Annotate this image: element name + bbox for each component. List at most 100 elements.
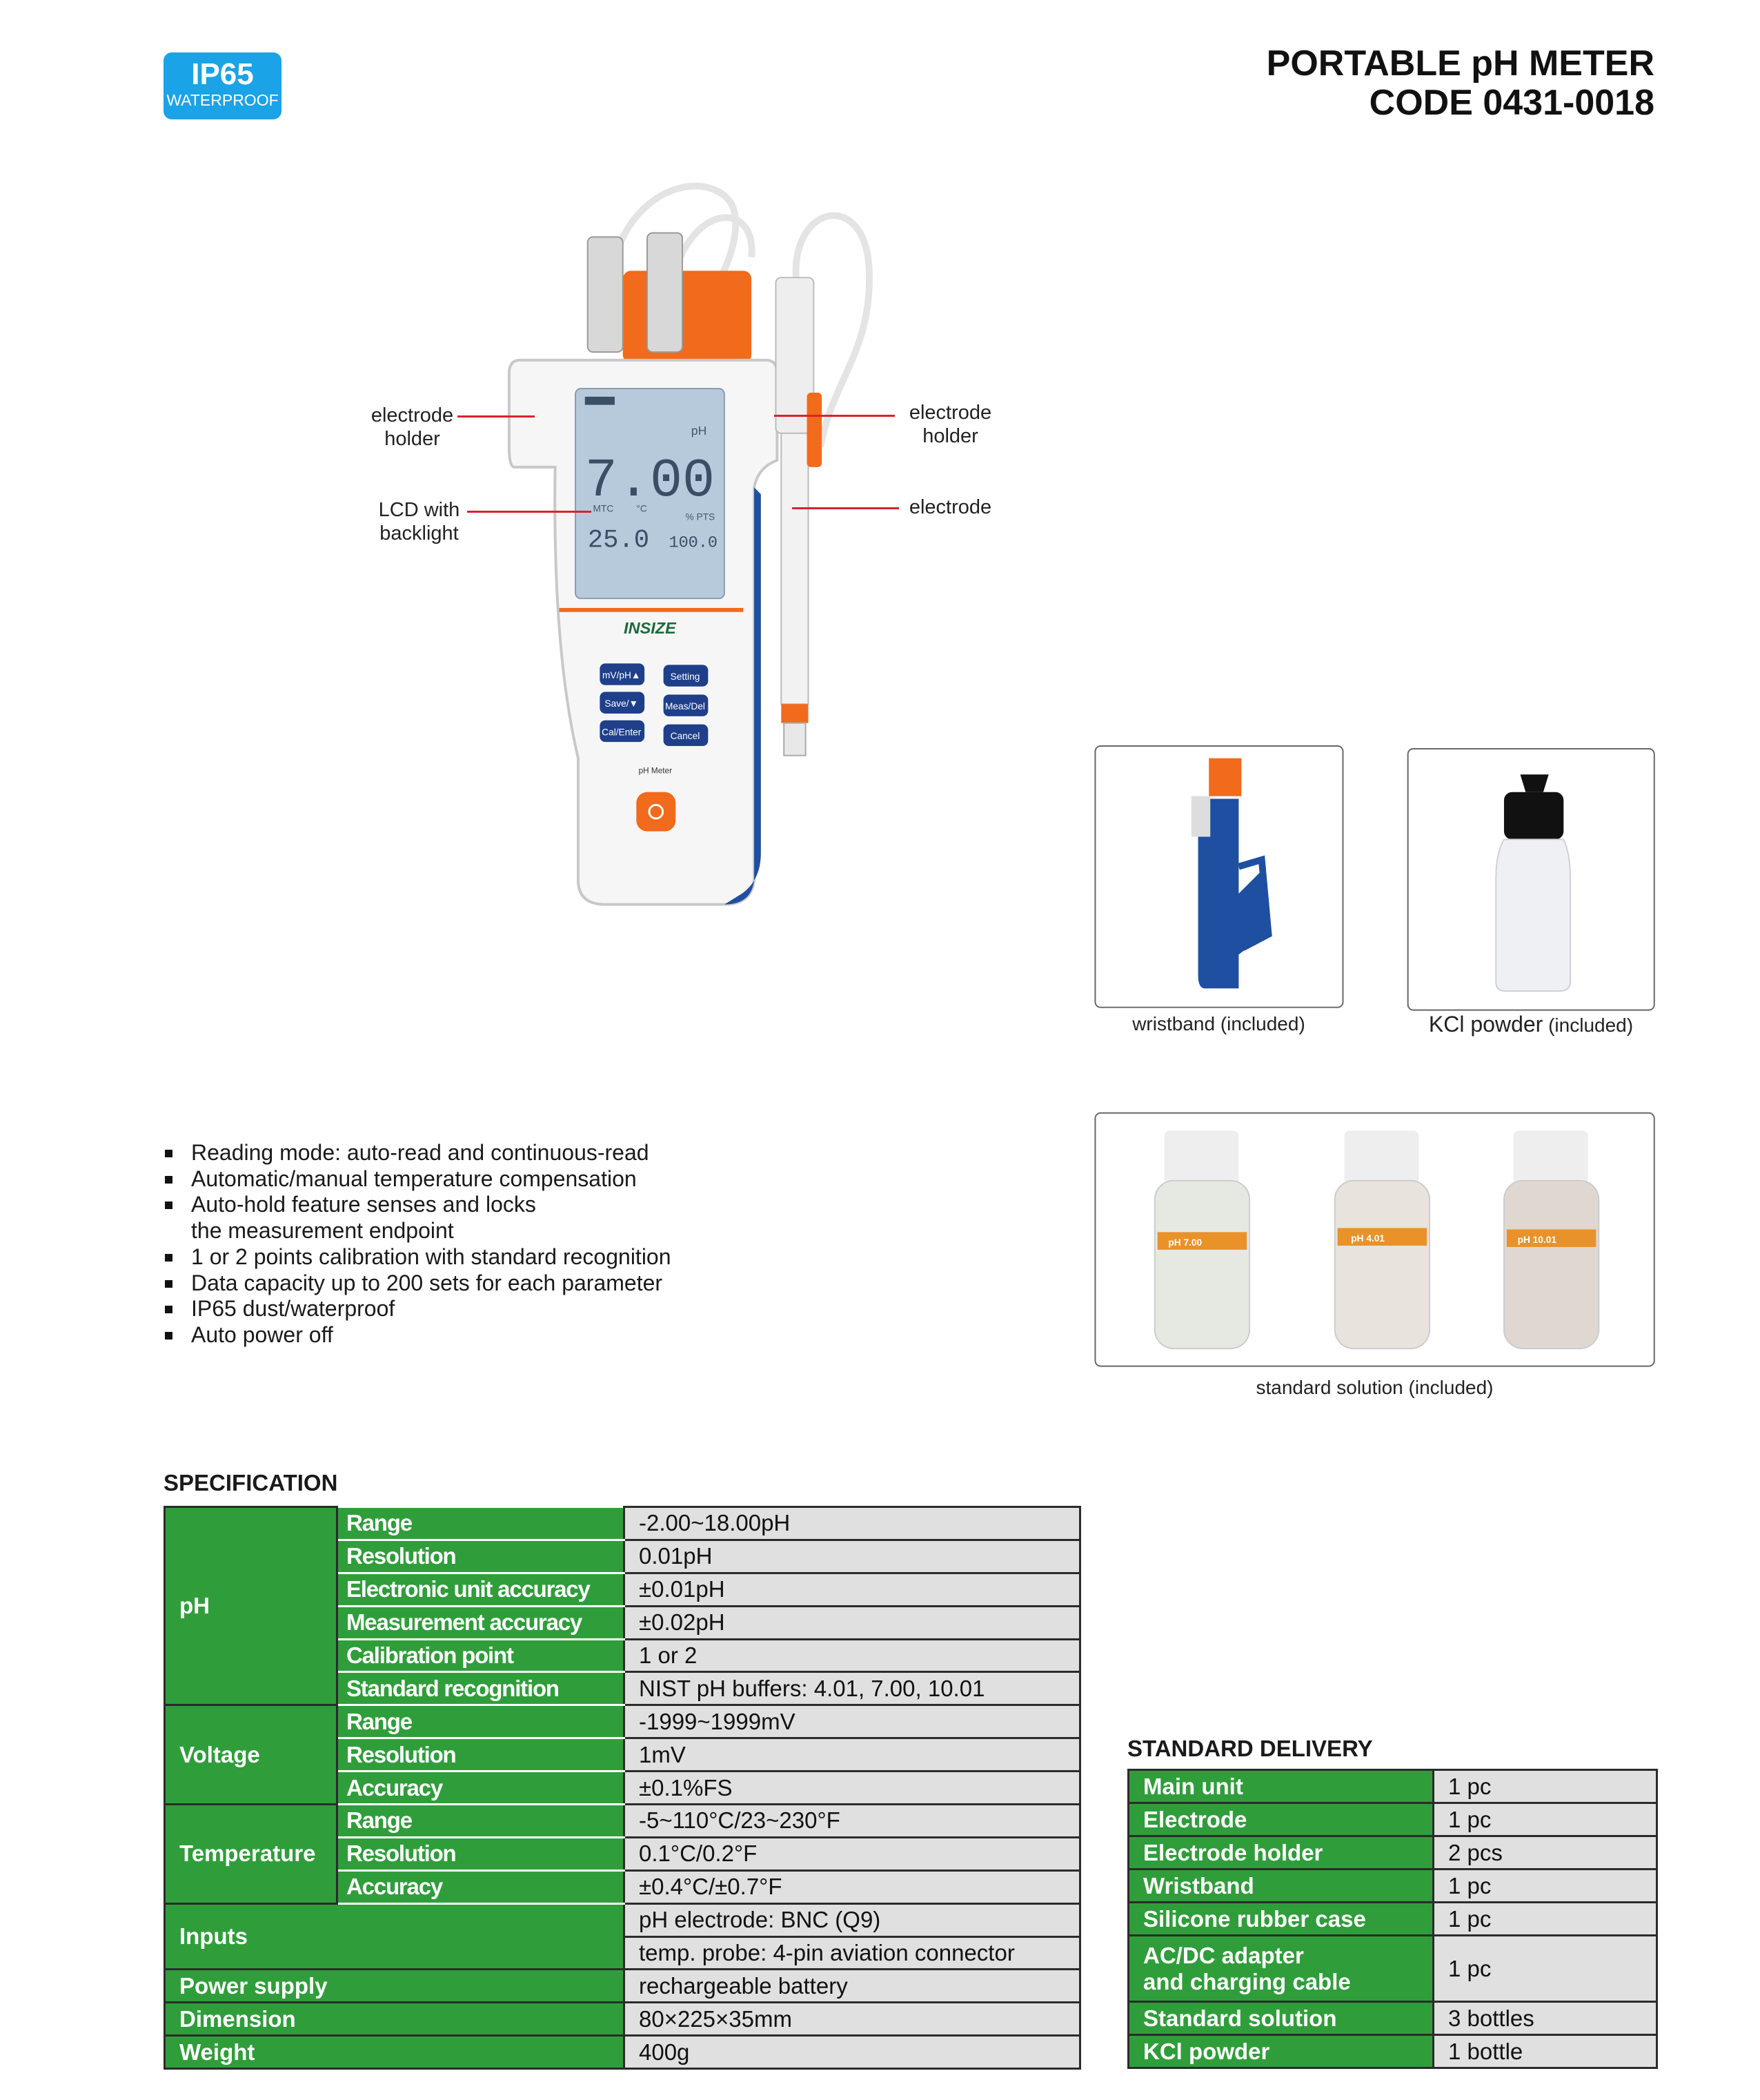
row-label: Accuracy: [336, 1770, 625, 1806]
row-label: Electrode: [1127, 1802, 1434, 1837]
row-value: 3 bottles: [1432, 2001, 1658, 2036]
save-down-button[interactable]: Save/▼: [604, 698, 638, 709]
feature-text: 1 or 2 points calibration with standard …: [191, 1244, 671, 1269]
page-title: PORTABLE pH METER CODE 0431-0018: [1267, 44, 1654, 123]
row-label: Measurement accuracy: [336, 1605, 625, 1640]
row-label: Calibration point: [336, 1638, 625, 1674]
feature-item: Reading mode: auto-read and continuous-r…: [164, 1140, 671, 1166]
table-row: temp. probe: 4-pin aviation connector: [165, 1935, 1081, 1971]
wristband-image: [1191, 758, 1272, 989]
row-label: Wristband: [1127, 1868, 1434, 1903]
specification-heading: SPECIFICATION: [164, 1470, 338, 1495]
model-label: pH Meter: [639, 766, 672, 775]
row-label: Resolution: [336, 1836, 625, 1872]
row-value: rechargeable battery: [623, 1968, 1081, 2004]
callout-line: [792, 507, 899, 509]
row-value: pH electrode: BNC (Q9): [623, 1902, 1081, 1938]
lcd-mtc: MTC: [593, 504, 614, 514]
electrode-probe: [775, 212, 873, 756]
row-value: 1 pc: [1432, 1868, 1658, 1903]
bottle-label-ph1001: pH 10.01: [1518, 1235, 1557, 1245]
kcl-caption: KCl powder (included): [1401, 1012, 1661, 1037]
cal-enter-button[interactable]: Cal/Enter: [602, 727, 642, 737]
group-temperature: Temperature: [164, 1803, 338, 1905]
row-label: Resolution: [336, 1737, 625, 1773]
bottle-label-ph700: pH 7.00: [1168, 1237, 1202, 1248]
title-product: PORTABLE pH METER: [1266, 43, 1654, 84]
row-value: 0.1°C/0.2°F: [623, 1836, 1081, 1872]
feature-text: Data capacity up to 200 sets for each pa…: [191, 1270, 663, 1295]
feature-item: Auto power off: [164, 1322, 671, 1348]
cancel-button[interactable]: Cancel: [671, 731, 700, 741]
row-value: ±0.4°C/±0.7°F: [623, 1869, 1081, 1905]
lcd-celsius: °C: [636, 504, 646, 514]
callout-line: [774, 415, 895, 417]
row-label: Standard solution: [1127, 2001, 1434, 2036]
row-label: Dimension: [164, 2001, 625, 2037]
bullet-icon: [165, 1306, 172, 1314]
feature-item: IP65 dust/waterproof: [164, 1296, 671, 1322]
setting-button[interactable]: Setting: [671, 671, 700, 682]
table-row: Electronic unit accuracy±0.01pH: [165, 1571, 1081, 1607]
bullet-icon: [165, 1253, 172, 1262]
row-value: ±0.01pH: [623, 1571, 1081, 1607]
feature-text: the measurement endpoint: [191, 1218, 454, 1244]
bullet-icon: [165, 1331, 172, 1340]
feature-list: Reading mode: auto-read and continuous-r…: [164, 1140, 671, 1348]
bullet-icon: [165, 1175, 172, 1184]
badge-ip65: IP65: [191, 57, 254, 91]
row-label: AC/DC adapter and charging cable: [1127, 1934, 1434, 2003]
feature-text: Automatic/manual temperature compensatio…: [191, 1166, 637, 1191]
mv-ph-up-button[interactable]: mV/pH▲: [602, 670, 641, 680]
callout-right-electrode-holder: electrode holder: [909, 402, 992, 447]
solution-bottles: pH 7.00 pH 4.01 pH 10.01: [1154, 1130, 1600, 1350]
group-ph: pH: [164, 1505, 338, 1707]
row-value: ±0.02pH: [623, 1605, 1081, 1640]
row-value: ±0.1%FS: [623, 1770, 1081, 1806]
bullet-icon: [165, 1279, 172, 1288]
row-label: Power supply: [164, 1968, 625, 2004]
title-code: CODE 0431-0018: [1369, 83, 1654, 123]
callout-left-electrode-holder: electrode holder: [370, 404, 454, 450]
table-row: Accuracy±0.1%FS: [165, 1770, 1081, 1806]
feature-text: IP65 dust/waterproof: [191, 1296, 395, 1322]
row-label: Electrode holder: [1127, 1835, 1434, 1870]
ph-meter-device: pH 7.00 MTC °C % PTS 25.0 100.0 INSIZE m…: [507, 182, 779, 906]
row-value: 1 pc: [1432, 1934, 1658, 2003]
group-inputs: Inputs: [164, 1902, 625, 1971]
row-value: 1 pc: [1432, 1769, 1658, 1804]
delivery-heading: STANDARD DELIVERY: [1127, 1736, 1373, 1761]
row-value: 0.01pH: [623, 1538, 1081, 1574]
feature-item: Automatic/manual temperature compensatio…: [164, 1166, 671, 1193]
kcl-note: (included): [1548, 1014, 1634, 1036]
row-value: 1 pc: [1432, 1802, 1658, 1837]
power-button[interactable]: [636, 792, 676, 832]
feature-text: Auto power off: [191, 1322, 333, 1347]
lcd-pts: % PTS: [685, 511, 715, 522]
row-label: Range: [336, 1704, 625, 1740]
wristband-caption: wristband (included): [1132, 1013, 1305, 1034]
lcd-temperature: 25.0: [588, 527, 649, 556]
row-value: 80×225×35mm: [623, 2001, 1081, 2037]
row-value: 1mV: [623, 1737, 1081, 1773]
meas-del-button[interactable]: Meas/Del: [665, 701, 705, 712]
